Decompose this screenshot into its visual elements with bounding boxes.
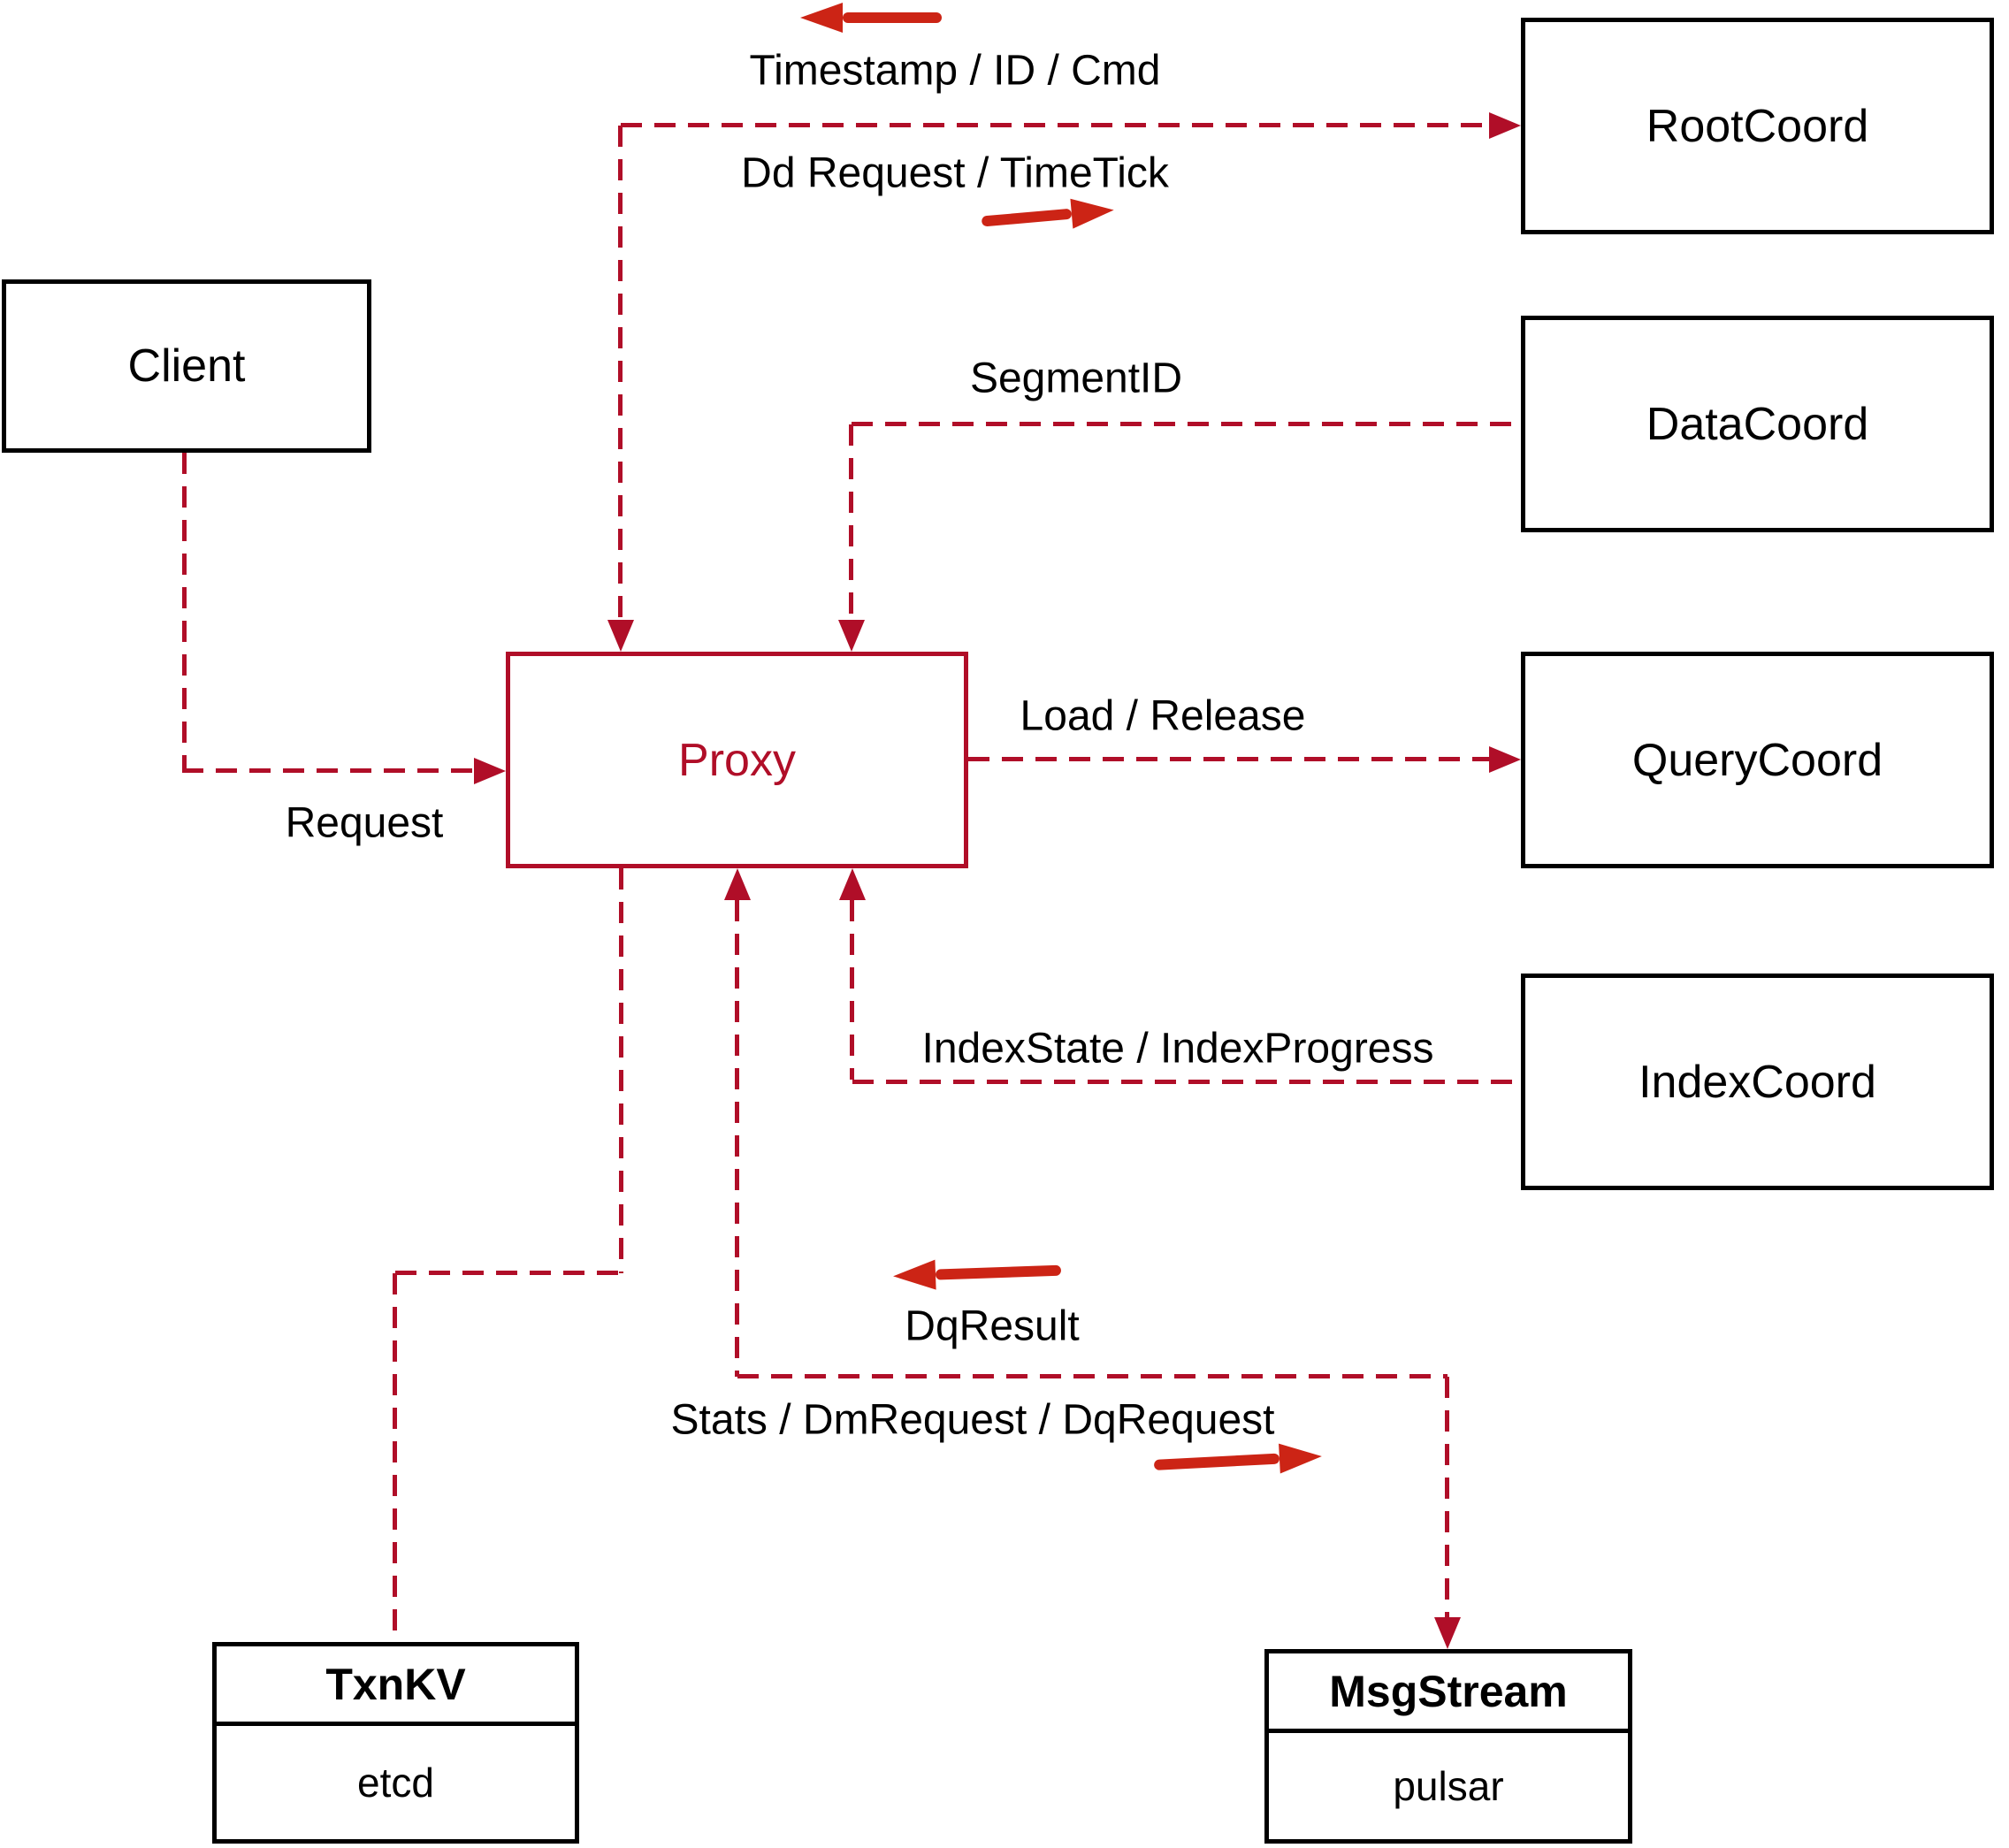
node-msgstream-subtitle: pulsar <box>1393 1763 1504 1809</box>
node-txnkv-title: TxnKV <box>217 1646 575 1726</box>
arrowhead-into-proxy-left-icon <box>474 758 506 784</box>
arrowhead-into-msgstream-icon <box>1434 1617 1461 1649</box>
arrow-tip <box>1070 195 1116 229</box>
arrow-tip <box>892 1259 936 1292</box>
node-proxy: Proxy <box>506 652 968 868</box>
edge-proxy-querycoord-horizontal <box>968 757 1489 761</box>
arrowhead-into-rootcoord-icon <box>1489 112 1521 139</box>
edge-label-dd-request-timetick: Dd Request / TimeTick <box>741 149 1169 197</box>
edge-client-proxy-vertical <box>182 453 187 771</box>
arrow-shaft <box>843 12 942 23</box>
edge-txnkv-proxy-vertical-upper <box>619 868 623 1273</box>
arrowhead-into-querycoord-icon <box>1489 746 1521 773</box>
edge-label-index-state-progress: IndexState / IndexProgress <box>921 1025 1434 1073</box>
edge-rootcoord-proxy-horizontal <box>621 123 1489 127</box>
arrow-shaft <box>1153 1453 1280 1470</box>
edge-txnkv-proxy-horizontal <box>395 1271 622 1275</box>
edge-rootcoord-proxy-vertical <box>618 126 623 623</box>
node-txnkv: TxnKV etcd <box>212 1642 579 1844</box>
node-msgstream: MsgStream pulsar <box>1264 1649 1632 1844</box>
edge-datacoord-proxy-vertical <box>849 424 853 620</box>
edge-label-timestamp-id-cmd: Timestamp / ID / Cmd <box>749 47 1161 95</box>
node-rootcoord-label: RootCoord <box>1646 100 1869 152</box>
arrowhead-into-proxy-top-left-icon <box>607 620 634 652</box>
edge-msgstream-proxy-vertical-upper <box>735 900 739 1377</box>
edge-datacoord-proxy-horizontal <box>852 422 1521 426</box>
node-rootcoord: RootCoord <box>1521 18 1994 234</box>
node-indexcoord-label: IndexCoord <box>1639 1056 1876 1108</box>
direction-arrow-left-dq-result-icon <box>892 1255 1062 1293</box>
arrowhead-into-proxy-top-right-icon <box>838 620 865 652</box>
node-datacoord: DataCoord <box>1521 316 1994 532</box>
direction-arrow-left-timestamp-icon <box>800 2 942 34</box>
node-client-label: Client <box>127 340 246 392</box>
node-querycoord: QueryCoord <box>1521 652 1994 868</box>
edge-msgstream-proxy-vertical-lower <box>1445 1377 1449 1617</box>
edge-label-stats-dm-dq-request: Stats / DmRequest / DqRequest <box>670 1396 1275 1444</box>
edge-txnkv-proxy-vertical-lower <box>393 1273 397 1642</box>
direction-arrow-right-dd-request-icon <box>981 195 1116 238</box>
arrow-shaft <box>981 208 1073 227</box>
node-txnkv-subtitle: etcd <box>357 1760 434 1806</box>
direction-arrow-right-stats-icon <box>1153 1440 1323 1481</box>
arrowhead-into-proxy-bottom-middle-icon <box>724 868 751 900</box>
edge-msgstream-proxy-horizontal <box>737 1374 1448 1378</box>
edge-label-load-release: Load / Release <box>1020 692 1306 740</box>
node-msgstream-title: MsgStream <box>1269 1653 1628 1733</box>
arrow-shaft <box>935 1264 1062 1280</box>
edge-indexcoord-proxy-vertical <box>850 900 854 1080</box>
node-client: Client <box>2 279 371 453</box>
edge-label-dq-result: DqResult <box>905 1302 1080 1350</box>
node-datacoord-label: DataCoord <box>1646 398 1869 450</box>
node-indexcoord: IndexCoord <box>1521 974 1994 1190</box>
edge-label-segment-id: SegmentID <box>969 355 1183 402</box>
edge-indexcoord-proxy-horizontal <box>852 1080 1521 1084</box>
edge-label-request: Request <box>285 799 444 847</box>
arrow-tip <box>800 3 843 33</box>
edge-client-proxy-horizontal <box>182 768 476 773</box>
arrow-tip <box>1279 1441 1323 1474</box>
arrowhead-into-proxy-bottom-right-icon <box>839 868 866 900</box>
node-proxy-label: Proxy <box>678 734 796 786</box>
node-querycoord-label: QueryCoord <box>1631 734 1883 786</box>
